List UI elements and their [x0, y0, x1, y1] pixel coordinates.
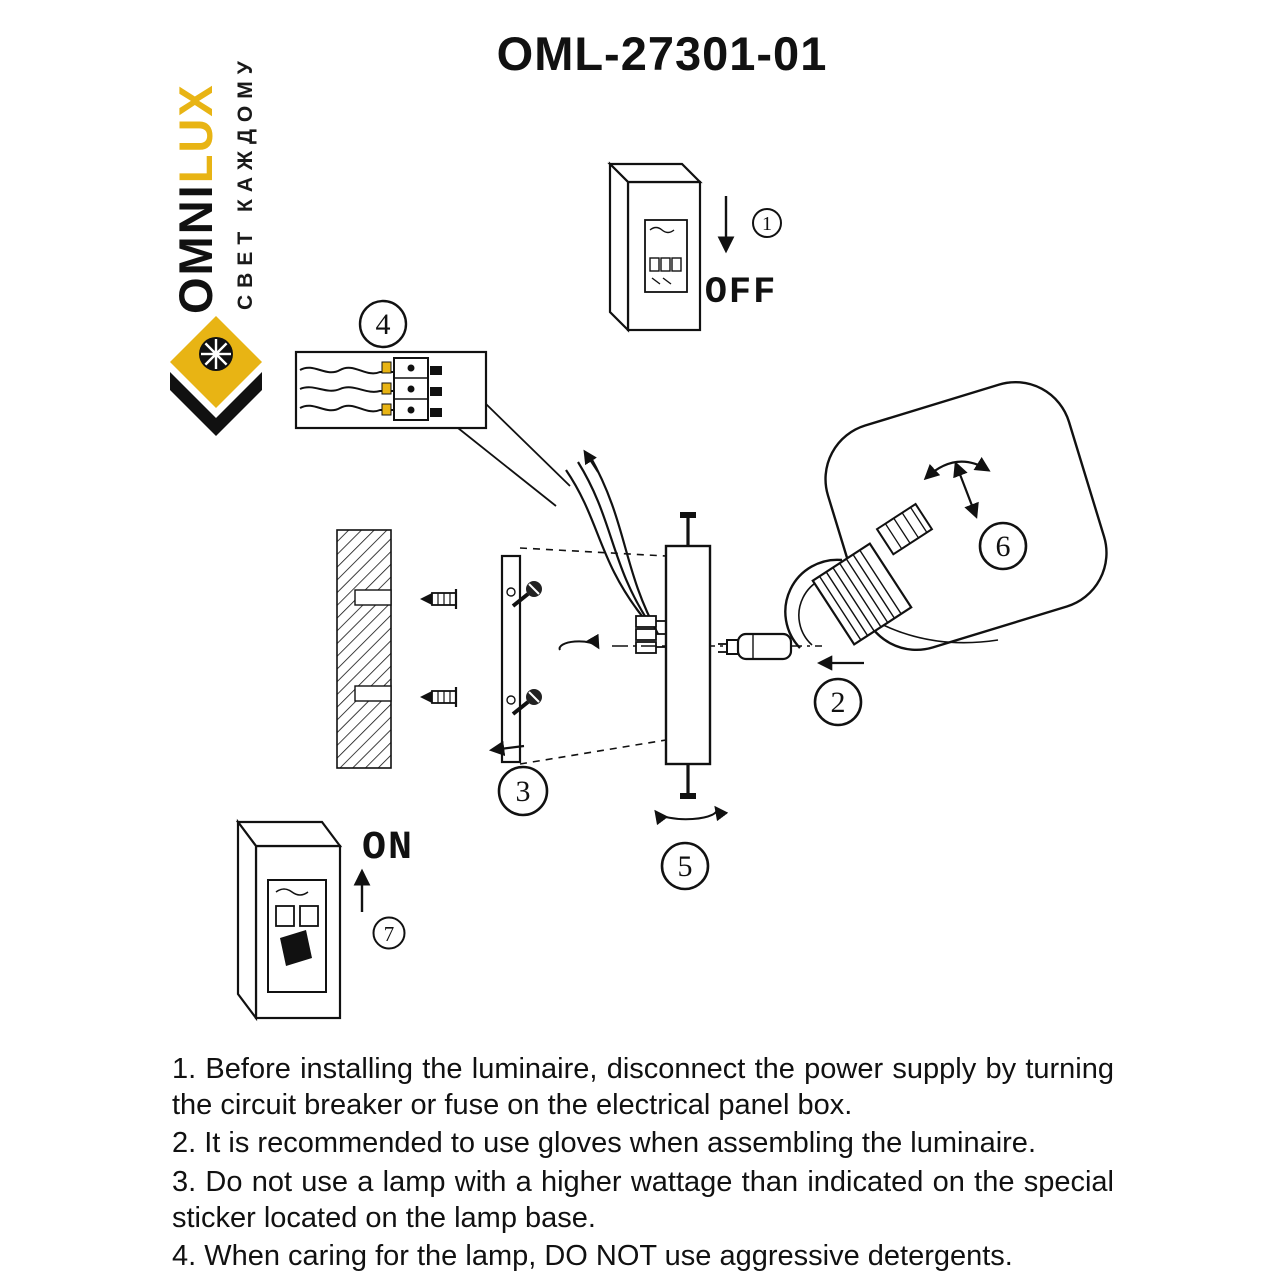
screw-rotation-arrow — [654, 805, 729, 826]
breaker-box-off-figure — [607, 161, 703, 333]
canopy-screw-top — [680, 512, 696, 546]
svg-text:1: 1 — [762, 213, 772, 235]
lamp-bulb — [718, 632, 793, 661]
svg-text:2: 2 — [831, 686, 846, 719]
svg-text:6: 6 — [996, 530, 1011, 563]
socket-threads — [811, 542, 913, 646]
svg-text:4: 4 — [376, 308, 391, 341]
sunburst-icon — [199, 337, 233, 371]
bracket-screw-bottom — [511, 689, 542, 716]
breaker-box-on-figure — [235, 818, 343, 1022]
supply-wires — [565, 455, 659, 635]
anchor-screw-top — [420, 589, 458, 609]
step-2-badge: 2 — [813, 677, 863, 727]
product-code-title: OML-27301-01 — [496, 27, 828, 80]
wall-slot-bottom — [354, 685, 392, 702]
diamond-black-chevron — [170, 372, 262, 436]
step-7-badge: 7 — [372, 916, 406, 950]
svg-text:3: 3 — [516, 775, 531, 808]
wire-connector-stack — [635, 615, 666, 654]
swivel-rotation-icon — [558, 633, 600, 651]
instruction-item-4: 4. When caring for the lamp, DO NOT use … — [172, 1240, 1013, 1273]
projection-lines — [519, 547, 667, 765]
instructions-block: 1. Before installing the luminaire, disc… — [172, 1052, 1114, 1278]
anchor-screw-bottom — [420, 687, 458, 707]
off-label: OFF — [705, 272, 778, 314]
svg-text:5: 5 — [678, 850, 693, 883]
step-1-badge: 1 — [752, 208, 782, 238]
step-3-badge: 3 — [497, 765, 549, 817]
svg-text:7: 7 — [384, 922, 395, 946]
socket-ring — [875, 502, 934, 556]
canopy-screw-bottom — [680, 764, 696, 799]
wall-slot-top — [354, 589, 392, 606]
omnilux-logo: OMNILUX СВЕТ КАЖДОМУ — [168, 6, 280, 442]
wire-terminal-callout — [294, 350, 571, 507]
wire-direction-arrow — [583, 449, 599, 473]
canopy-plate — [664, 544, 712, 766]
on-label: ON — [362, 826, 414, 871]
instruction-item-2: 2. It is recommended to use gloves when … — [172, 1127, 1036, 1160]
shade-rotation-arrows — [923, 456, 991, 519]
step-5-badge: 5 — [660, 841, 710, 891]
step-4-badge: 4 — [358, 299, 408, 349]
step-3-arrow — [488, 740, 525, 757]
mounting-bracket — [500, 554, 522, 764]
bracket-screw-top — [511, 581, 542, 608]
wall-section — [336, 529, 392, 769]
instruction-item-3: 3. Do not use a lamp with a higher watta… — [172, 1165, 1114, 1234]
instruction-item-1: 1. Before installing the luminaire, disc… — [172, 1053, 1114, 1121]
logo-diamond-icon — [170, 316, 262, 436]
step-6-badge: 6 — [978, 521, 1028, 571]
